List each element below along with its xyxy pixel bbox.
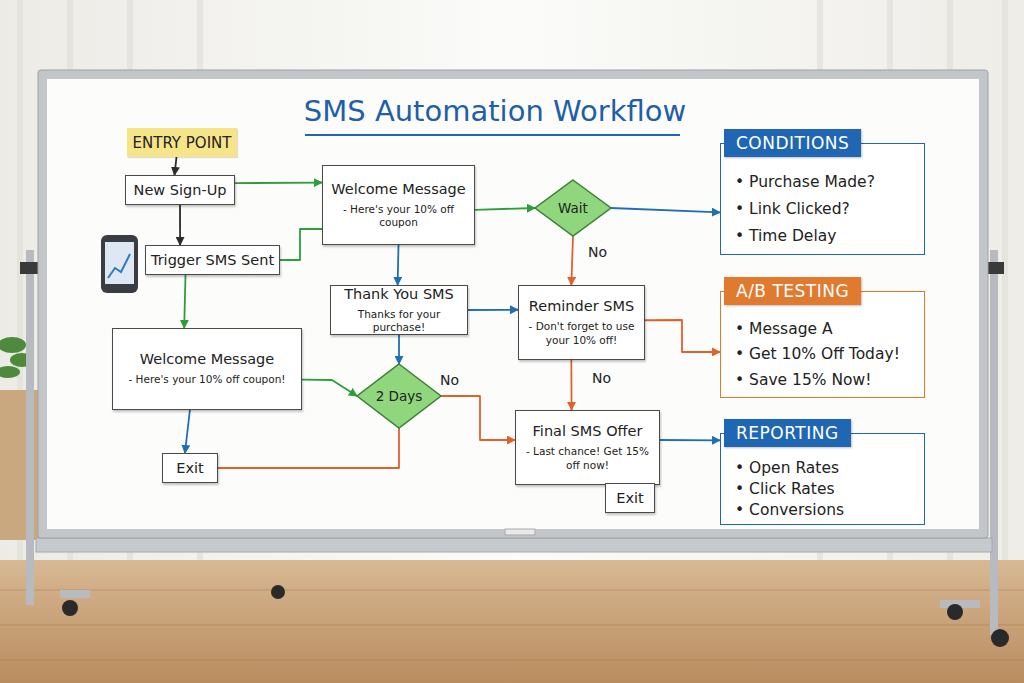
flow-connector bbox=[235, 182, 322, 184]
message-box: Welcome Message - Here's your 10% off cou… bbox=[112, 328, 302, 410]
flow-connector bbox=[184, 275, 185, 328]
flow-connector bbox=[218, 428, 399, 468]
panel-item: • Link Clicked? bbox=[735, 200, 914, 218]
message-box: Final SMS Offer - Last chance! Get 15% of… bbox=[515, 410, 660, 485]
process-box: New Sign-Up bbox=[125, 175, 235, 205]
exit-box: Exit bbox=[162, 453, 218, 483]
flow-connector bbox=[475, 208, 535, 210]
decision-label: Wait bbox=[558, 200, 588, 216]
flow-connector bbox=[280, 229, 322, 260]
entry-tag: ENTRY POINT bbox=[127, 128, 237, 157]
flow-connector bbox=[397, 245, 400, 285]
box-body: Thanks for your purchase! bbox=[336, 308, 462, 334]
box-body: - Last chance! Get 15% off now! bbox=[521, 445, 654, 471]
flow-connector bbox=[571, 236, 573, 285]
panel-item: • Time Delay bbox=[735, 227, 914, 245]
flow-connector bbox=[660, 439, 720, 441]
phone-icon bbox=[101, 235, 138, 293]
box-title: Exit bbox=[176, 460, 203, 476]
box-title: Exit bbox=[616, 490, 643, 506]
decision-diamond: Wait bbox=[535, 180, 611, 236]
panel-item: • Conversions bbox=[735, 501, 914, 519]
box-title: Final SMS Offer bbox=[533, 423, 643, 439]
marker-tray bbox=[505, 529, 535, 535]
exit-box: Exit bbox=[605, 483, 655, 513]
title-underline bbox=[305, 134, 680, 136]
panel-header: REPORTING bbox=[724, 419, 851, 447]
curtain-folds bbox=[20, 0, 1005, 570]
message-box: Welcome Message - Here's your 10% off cou… bbox=[322, 165, 475, 245]
panel-item: • Message A bbox=[735, 320, 914, 338]
flow-connector bbox=[302, 380, 357, 396]
flow-connector bbox=[398, 335, 400, 364]
diagram-title: SMS Automation Workflow bbox=[290, 94, 700, 128]
box-body: - Here's your 10% off coupon bbox=[328, 203, 469, 229]
message-box: Thank You SMS Thanks for your purchase! bbox=[330, 285, 468, 335]
panel-header: A/B TESTING bbox=[724, 277, 861, 305]
box-title: Welcome Message bbox=[331, 181, 466, 197]
panel-item: • Save 15% Now! bbox=[735, 371, 914, 389]
box-title: Reminder SMS bbox=[529, 298, 634, 314]
box-body: - Here's your 10% off coupon! bbox=[128, 373, 285, 386]
box-title: Thank You SMS bbox=[344, 286, 454, 302]
reporting-panel: REPORTING• Open Rates• Click Rates• Conv… bbox=[720, 433, 925, 525]
flow-connector bbox=[611, 208, 720, 212]
whiteboard-surface bbox=[47, 79, 979, 529]
diamond-shape bbox=[535, 180, 611, 236]
flow-connector bbox=[468, 309, 518, 311]
floor-boards bbox=[0, 590, 1024, 660]
flow-connector bbox=[185, 410, 190, 453]
curtain-wall bbox=[0, 0, 1024, 570]
box-body: - Don't forget to use your 10% off! bbox=[524, 320, 639, 346]
panel-header: CONDITIONS bbox=[724, 129, 861, 157]
edge-label: No bbox=[588, 244, 607, 260]
flow-connector bbox=[570, 360, 572, 410]
conditions-panel: CONDITIONS• Purchase Made?• Link Clicked… bbox=[720, 143, 925, 255]
edge-label: No bbox=[592, 370, 611, 386]
entry-label: ENTRY POINT bbox=[133, 134, 232, 152]
flow-connector bbox=[441, 396, 515, 440]
diamond-shape bbox=[357, 364, 441, 428]
ab-testing-panel: A/B TESTING• Message A• Get 10% Off Toda… bbox=[720, 291, 925, 398]
wood-floor bbox=[0, 560, 1024, 683]
panel-item: • Click Rates bbox=[735, 480, 914, 498]
flow-connector bbox=[175, 157, 177, 175]
decision-label: 2 Days bbox=[376, 388, 423, 404]
box-title: Welcome Message bbox=[140, 351, 275, 367]
flow-connector bbox=[179, 205, 181, 245]
box-title: Trigger SMS Sent bbox=[151, 252, 274, 268]
decision-diamond: 2 Days bbox=[357, 364, 441, 428]
panel-item: • Get 10% Off Today! bbox=[735, 345, 914, 363]
panel-item: • Purchase Made? bbox=[735, 173, 914, 191]
message-box: Reminder SMS - Don't forget to use your 1… bbox=[518, 285, 645, 360]
edge-label: No bbox=[440, 372, 459, 388]
whiteboard-frame bbox=[38, 70, 988, 538]
panel-item: • Open Rates bbox=[735, 459, 914, 477]
flow-connector bbox=[645, 320, 720, 352]
process-box: Trigger SMS Sent bbox=[145, 245, 280, 275]
box-title: New Sign-Up bbox=[134, 182, 227, 198]
